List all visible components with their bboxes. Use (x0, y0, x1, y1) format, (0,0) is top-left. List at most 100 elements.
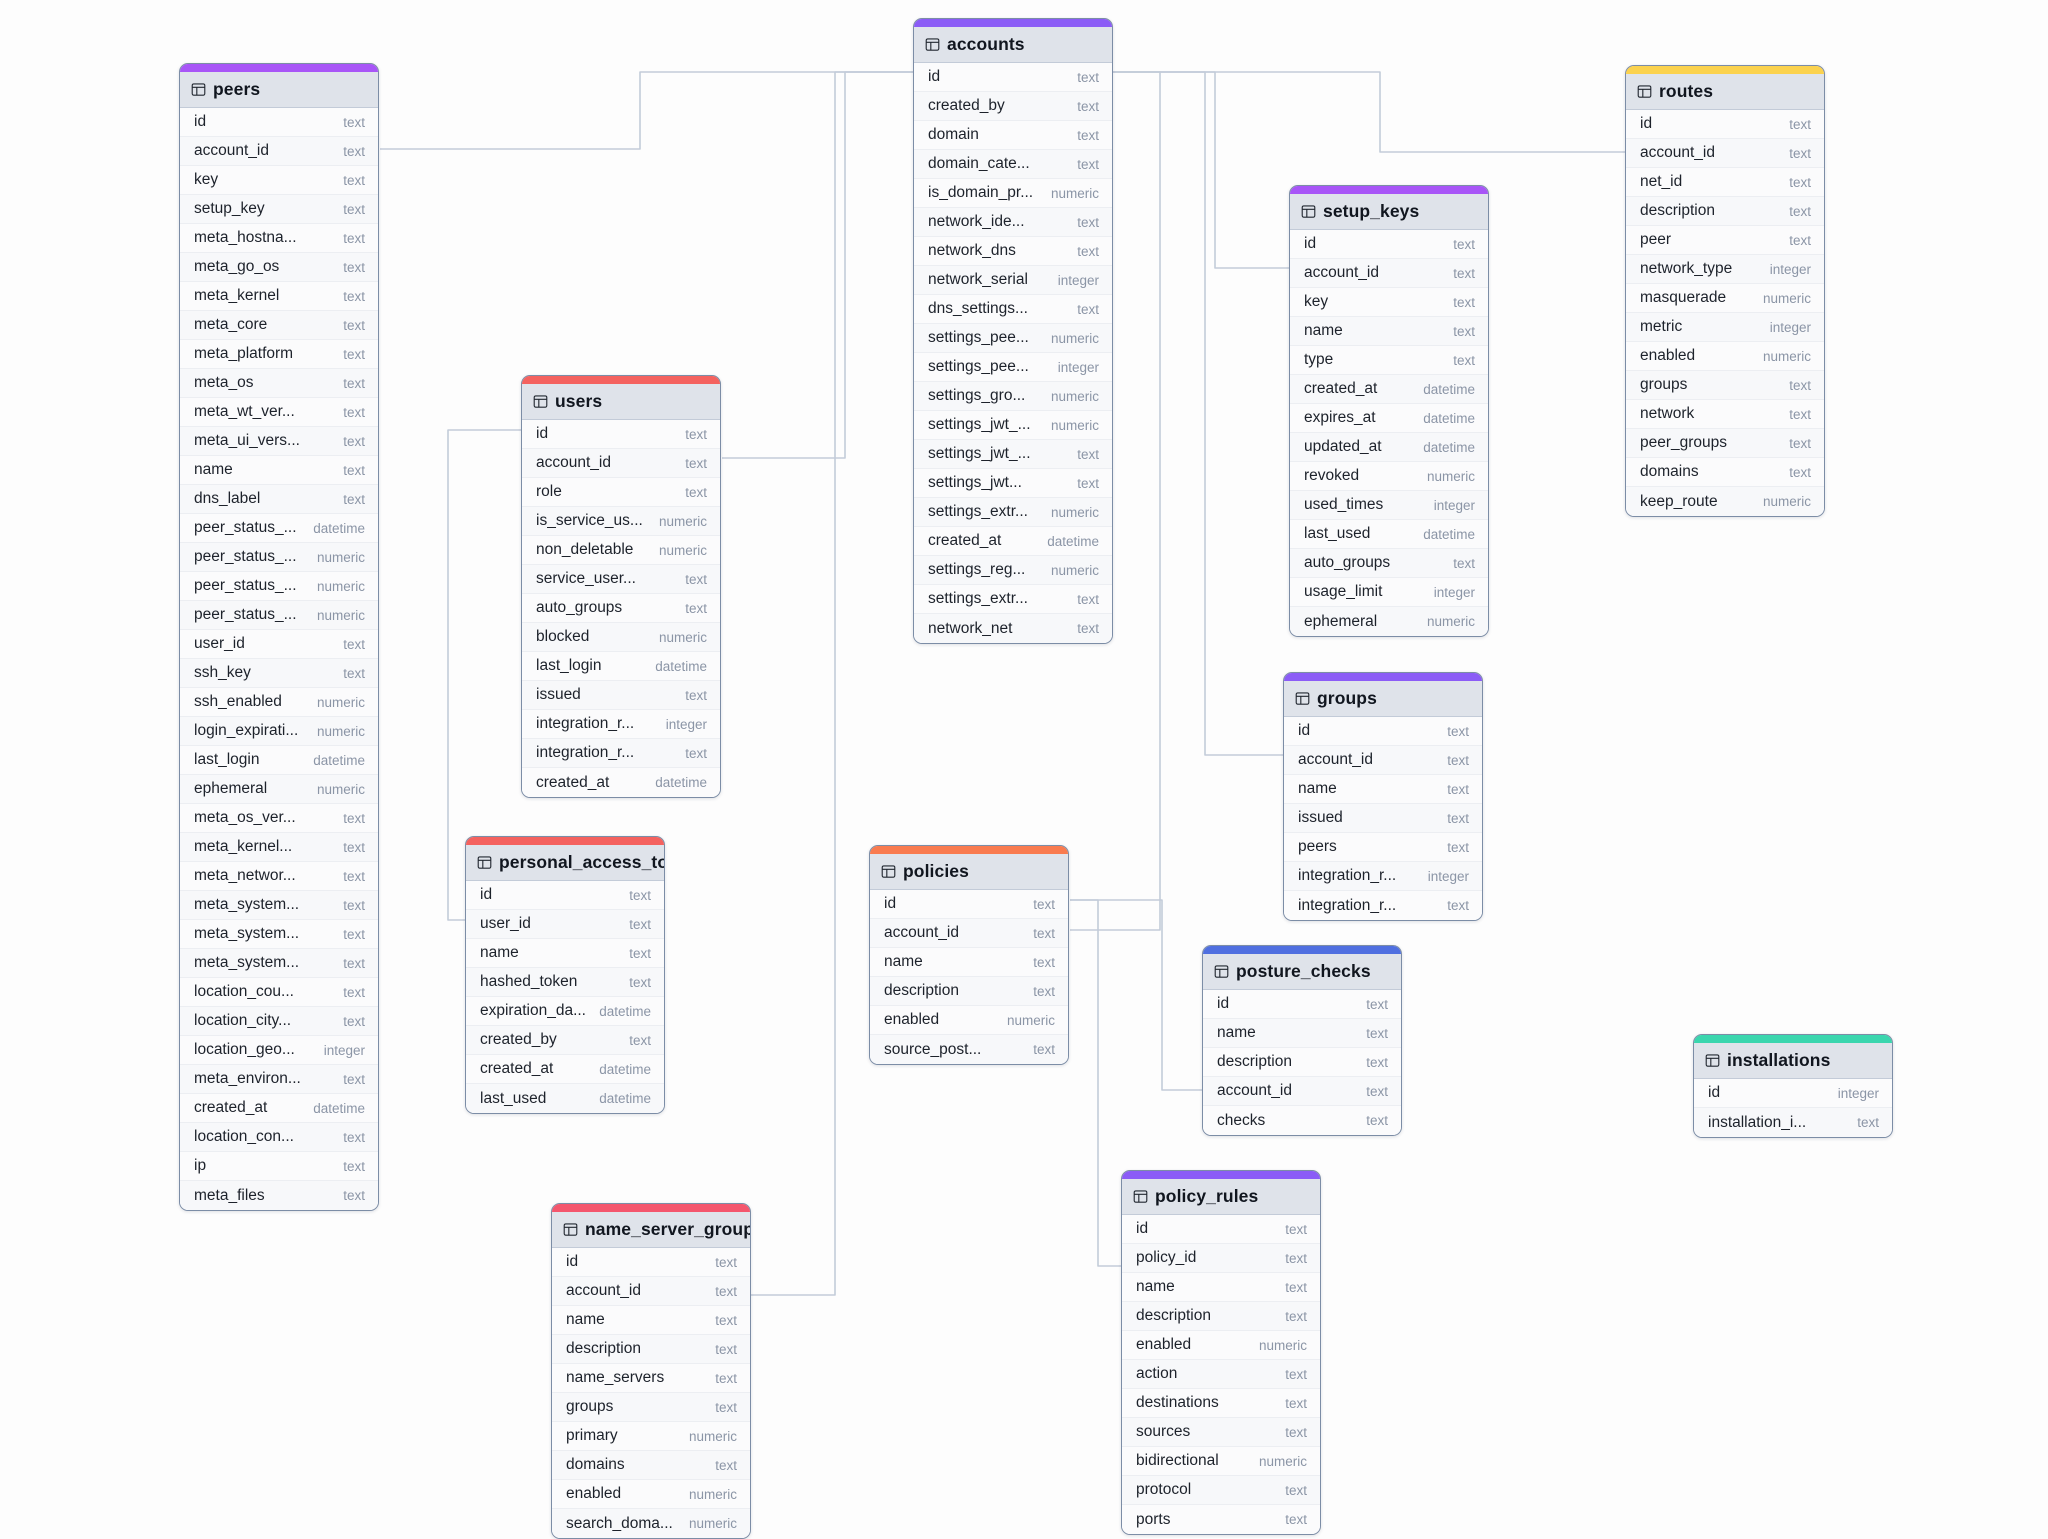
column-row[interactable]: peer_status_...numeric (180, 572, 378, 601)
column-row[interactable]: location_geo...integer (180, 1036, 378, 1065)
column-row[interactable]: meta_networ...text (180, 862, 378, 891)
table-header[interactable]: accounts (914, 27, 1112, 63)
table-header[interactable]: personal_access_tokens (466, 845, 664, 881)
column-row[interactable]: domain_cate...text (914, 150, 1112, 179)
column-row[interactable]: is_domain_pr...numeric (914, 179, 1112, 208)
column-row[interactable]: settings_jwt_...numeric (914, 411, 1112, 440)
table-header[interactable]: policy_rules (1122, 1179, 1320, 1215)
table-header[interactable]: policies (870, 854, 1068, 890)
table-header[interactable]: routes (1626, 74, 1824, 110)
column-row[interactable]: meta_system...text (180, 949, 378, 978)
column-row[interactable]: location_cou...text (180, 978, 378, 1007)
column-row[interactable]: integration_r...integer (1284, 862, 1482, 891)
column-row[interactable]: meta_os_ver...text (180, 804, 378, 833)
column-row[interactable]: expiration_da...datetime (466, 997, 664, 1026)
column-row[interactable]: integration_r...text (522, 739, 720, 768)
column-row[interactable]: search_doma...numeric (552, 1509, 750, 1538)
column-row[interactable]: integration_r...text (1284, 891, 1482, 920)
column-row[interactable]: meta_system...text (180, 920, 378, 949)
column-row[interactable]: is_service_us...numeric (522, 507, 720, 536)
column-row[interactable]: location_city...text (180, 1007, 378, 1036)
column-row[interactable]: settings_jwt...text (914, 469, 1112, 498)
column-row[interactable]: meta_ui_vers...text (180, 427, 378, 456)
column-row[interactable]: installation_i...text (1694, 1108, 1892, 1137)
column-row[interactable]: meta_hostna...text (180, 224, 378, 253)
column-row[interactable]: source_post...text (870, 1035, 1068, 1064)
column-row[interactable]: settings_gro...numeric (914, 382, 1112, 411)
column-row[interactable]: meta_system...text (180, 891, 378, 920)
table-header[interactable]: users (522, 384, 720, 420)
table-header[interactable]: peers (180, 72, 378, 108)
column-row[interactable]: settings_pee...numeric (914, 324, 1112, 353)
table-header[interactable]: groups (1284, 681, 1482, 717)
table-header[interactable]: name_server_groups (552, 1212, 750, 1248)
column-row[interactable]: location_con...text (180, 1123, 378, 1152)
column-row[interactable]: settings_pee...integer (914, 353, 1112, 382)
